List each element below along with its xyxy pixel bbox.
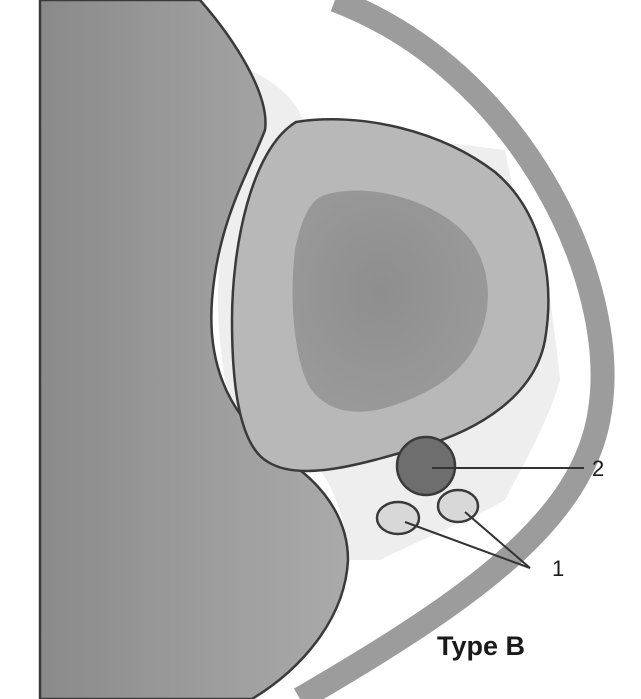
vessel-large	[397, 437, 455, 495]
vessel-small-left	[377, 502, 419, 534]
label-2: 2	[592, 456, 604, 481]
diagram-title: Type B	[437, 631, 525, 661]
label-1: 1	[552, 556, 564, 581]
